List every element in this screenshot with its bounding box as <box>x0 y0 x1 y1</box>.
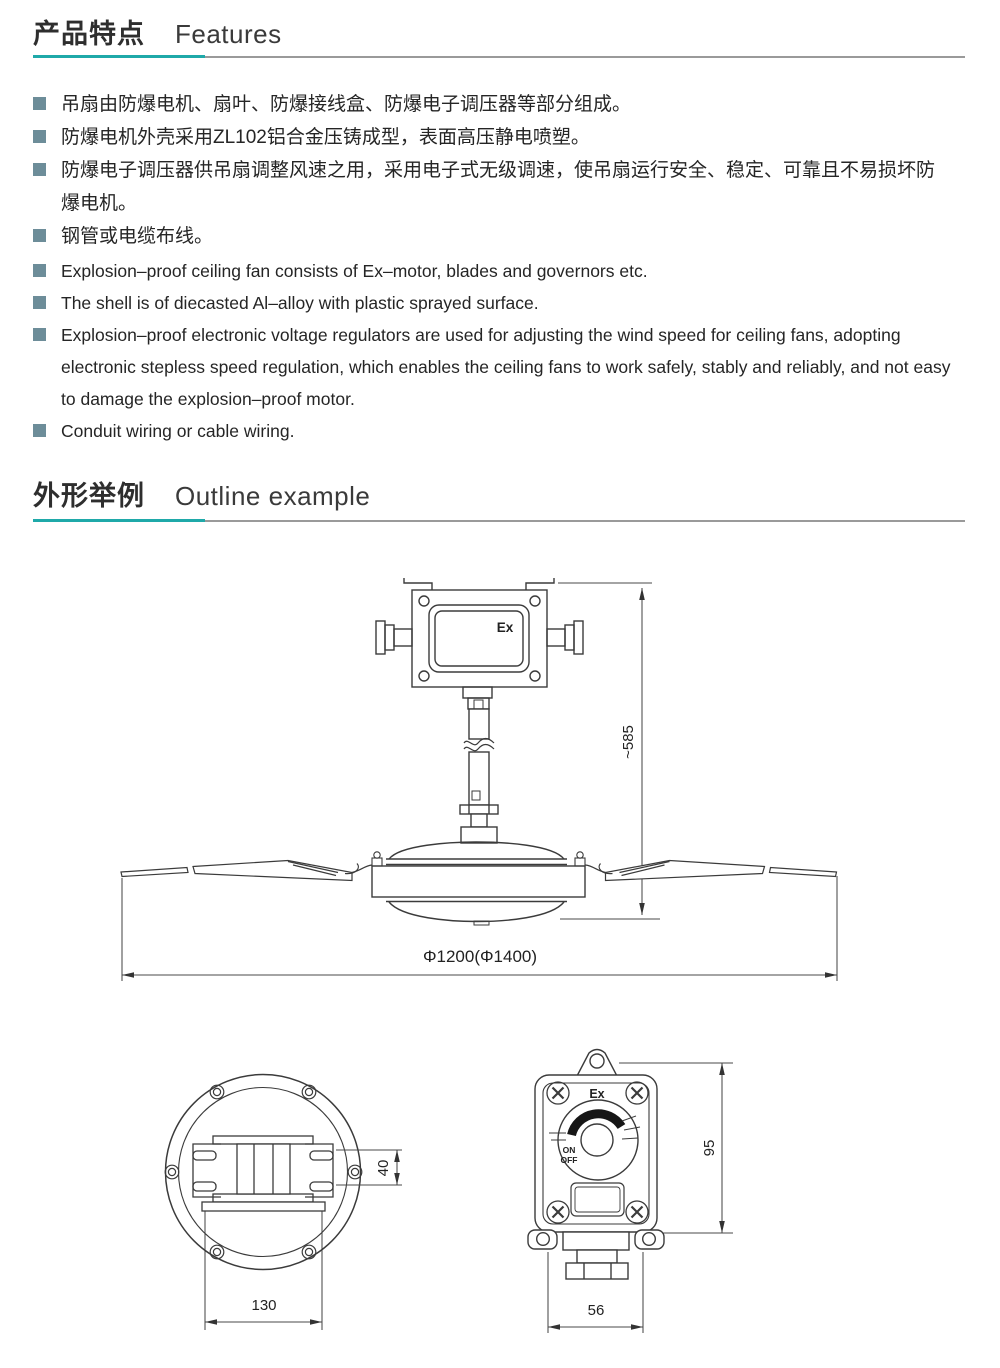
bullet-square-icon <box>33 296 46 309</box>
controller-top-lug-hole <box>589 1053 605 1069</box>
feature-text: Conduit wiring or cable wiring. <box>61 421 295 441</box>
junction-box-cover-inner <box>434 610 524 667</box>
features-title-cn: 产品特点 <box>33 19 145 49</box>
fan-height-dim-label: ~585 <box>620 725 637 759</box>
box-outlet-detail <box>473 699 484 710</box>
fan-front-view-drawing: Ex ~585 Φ1200(Φ1400) <box>120 578 838 981</box>
features-section-title: 产品特点 Features <box>33 12 282 49</box>
screw-icon <box>529 595 541 607</box>
rule-gray-segment <box>205 55 965 58</box>
feature-item: Conduit wiring or cable wiring. <box>33 415 967 447</box>
features-title-rule <box>33 55 965 59</box>
speed-knob <box>580 1123 614 1157</box>
controller-ex-label: Ex <box>589 1087 604 1101</box>
features-list-en: Explosion–proof ceiling fan consists of … <box>33 246 967 447</box>
rule-gray-segment <box>205 519 965 522</box>
screw-icon <box>418 595 430 607</box>
controller-cable-entry <box>562 1231 630 1280</box>
rule-accent-segment <box>33 55 205 58</box>
fan-blade-right <box>585 859 838 882</box>
outline-title-cn: 外形举例 <box>33 481 145 511</box>
speed-scale-arc <box>567 1109 626 1137</box>
bullet-square-icon <box>33 229 46 242</box>
blade-clip-right <box>574 851 586 867</box>
screw-icon <box>418 670 430 682</box>
features-title-en: Features <box>175 19 282 49</box>
outline-title-rule <box>33 519 965 523</box>
feature-item: Explosion–proof electronic voltage regul… <box>33 319 967 415</box>
junction-box-tab <box>403 578 433 590</box>
feature-text: 吊扇由防爆电机、扇叶、防爆接线盒、防爆电子调压器等部分组成。 <box>61 94 632 115</box>
bullet-square-icon <box>33 163 46 176</box>
feature-item: 吊扇由防爆电机、扇叶、防爆接线盒、防爆电子调压器等部分组成。 <box>33 88 967 121</box>
fan-diameter-dimension <box>121 876 838 981</box>
junction-box-tab <box>525 578 555 590</box>
blade-clip-left <box>371 851 383 867</box>
controller-nameplate <box>570 1182 625 1217</box>
junction-box-ex-label: Ex <box>497 620 514 635</box>
controller-screws <box>546 1081 649 1224</box>
rod-coupling <box>459 804 499 844</box>
controller-bottom-lug <box>527 1229 558 1250</box>
features-list-cn: 吊扇由防爆电机、扇叶、防爆接线盒、防爆电子调压器等部分组成。 防爆电机外壳采用Z… <box>33 88 967 253</box>
controller-top-lug <box>575 1048 619 1077</box>
controller-off-label: OFF <box>561 1155 578 1165</box>
junction-box-cover <box>428 604 530 673</box>
controller-body-inner <box>542 1082 650 1225</box>
hanger-bracket <box>192 1135 334 1212</box>
controller-bottom-lug-hole <box>642 1231 657 1246</box>
cable-gland-right <box>546 620 584 655</box>
box-outlet <box>462 686 493 699</box>
controller-width-dimension <box>547 1252 644 1333</box>
fan-diameter-dim-label: Φ1200(Φ1400) <box>423 947 537 966</box>
feature-text: Explosion–proof electronic voltage regul… <box>61 325 951 409</box>
feature-text: 防爆电机外壳采用ZL102铝合金压铸成型，表面高压静电喷塑。 <box>61 127 590 148</box>
feature-text: 防爆电子调压器供吊扇调整风速之用，采用电子式无级调速，使吊扇运行安全、稳定、可靠… <box>61 160 936 214</box>
rule-accent-segment <box>33 519 205 522</box>
plate-width-dimension <box>204 1211 323 1330</box>
plate-width-dim-label: 130 <box>251 1297 276 1314</box>
outline-section-title: 外形举例 Outline example <box>33 474 371 511</box>
feature-item: The shell is of diecasted Al–alloy with … <box>33 287 967 319</box>
fan-height-dimension <box>558 582 660 920</box>
plate-slot-dim-label: 40 <box>375 1160 392 1177</box>
screw-icon <box>529 670 541 682</box>
feature-item: 防爆电子调压器供吊扇调整风速之用，采用电子式无级调速，使吊扇运行安全、稳定、可靠… <box>33 154 967 220</box>
speed-scale-marks <box>549 1115 641 1141</box>
feature-text: Explosion–proof ceiling fan consists of … <box>61 261 648 281</box>
bullet-square-icon <box>33 130 46 143</box>
feature-item: 防爆电机外壳采用ZL102铝合金压铸成型，表面高压静电喷塑。 <box>33 121 967 154</box>
bullet-square-icon <box>33 424 46 437</box>
mounting-plate-drawing: 40 130 <box>164 1073 402 1330</box>
feature-item: Explosion–proof ceiling fan consists of … <box>33 255 967 287</box>
controller-nameplate-inner <box>574 1186 621 1213</box>
bullet-square-icon <box>33 97 46 110</box>
controller-bottom-lug-hole <box>536 1231 551 1246</box>
plate-slot-dimension <box>336 1149 402 1186</box>
controller-height-dim-label: 95 <box>701 1140 718 1157</box>
bullet-square-icon <box>33 264 46 277</box>
controller-height-dimension <box>619 1062 733 1234</box>
controller-bottom-lug <box>634 1229 665 1250</box>
controller-width-dim-label: 56 <box>588 1302 605 1319</box>
cable-gland-left <box>375 620 413 655</box>
controller-on-label: ON <box>563 1145 576 1155</box>
fan-blade-left <box>120 859 373 882</box>
feature-item: 钢管或电缆布线。 <box>33 220 967 253</box>
outline-title-en: Outline example <box>175 481 371 511</box>
fan-motor-body <box>371 841 586 926</box>
bullet-square-icon <box>33 328 46 341</box>
plate-bolt-holes <box>164 1084 363 1260</box>
down-rod <box>463 708 495 806</box>
feature-text: 钢管或电缆布线。 <box>61 226 214 247</box>
feature-text: The shell is of diecasted Al–alloy with … <box>61 293 539 313</box>
speed-controller-drawing: Ex ON OFF 95 56 <box>527 1048 733 1333</box>
